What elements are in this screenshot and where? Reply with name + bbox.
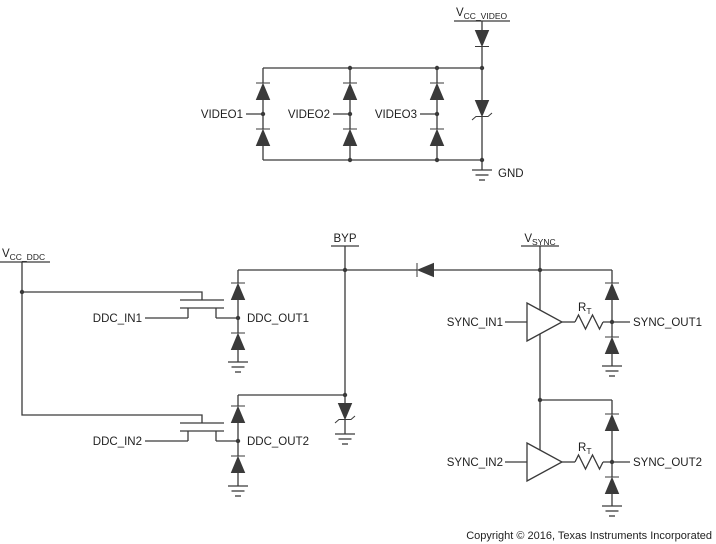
sync-out1-lower-diode-icon (604, 336, 620, 354)
ddc-out1-pin-label: DDC_OUT1 (247, 313, 309, 325)
ddc-out2-lower-diode-icon (230, 455, 246, 473)
junction-dot (434, 65, 440, 71)
video3-pin-label: VIDEO3 (375, 109, 417, 121)
ddc-fet2 (180, 422, 224, 441)
sync-channel-2: RT SYNC_IN2 SYNC_OUT2 (447, 400, 702, 517)
ddc-section: VCC_DDC DDC_IN1 DDC_OUT1 (0, 248, 309, 497)
ddc-out2-upper-diode-icon (230, 405, 246, 423)
video3-lower-diode-icon (429, 128, 445, 146)
video2-upper-diode-icon (342, 82, 358, 100)
vcc-ddc-net-label: VCC_DDC (2, 248, 45, 262)
junction-dot (609, 459, 615, 465)
junction-dot (479, 65, 485, 71)
junction-dot (434, 157, 440, 163)
vcc-video-series-diode-icon (474, 30, 490, 47)
junction-dot (342, 267, 348, 273)
ddc-out1-upper-diode-icon (230, 282, 246, 300)
video2-pin-label: VIDEO2 (288, 109, 330, 121)
junction-dot (537, 267, 543, 273)
video1-upper-diode-icon (255, 82, 271, 100)
junction-dot (479, 157, 485, 163)
vcc-ddc-net (21, 262, 203, 423)
ddc-in2-pin-label: DDC_IN2 (93, 436, 142, 448)
ground-icon (471, 169, 493, 181)
junction-dot (609, 319, 615, 325)
ddc-out1-lower-diode-icon (230, 332, 246, 350)
sync-section: VSYNC RT SYNC_IN1 SYNC_OUT1 (447, 233, 702, 517)
ground-icon (601, 365, 623, 377)
byp-series-diode-icon (416, 262, 434, 278)
video1-pin-label: VIDEO1 (201, 109, 243, 121)
ground-icon (227, 485, 249, 497)
video1-branch: VIDEO1 (201, 68, 271, 160)
ddc-out2-pin-label: DDC_OUT2 (247, 436, 309, 448)
byp-net-label: BYP (333, 233, 356, 245)
rt2-resistor-zigzag (574, 453, 604, 471)
sync-out1-upper-diode-icon (604, 282, 620, 300)
sync-out2-upper-diode-icon (604, 413, 620, 431)
vsync-net-label: VSYNC (524, 233, 555, 247)
gnd-label: GND (498, 168, 524, 180)
video1-lower-diode-icon (255, 128, 271, 146)
video3-branch: VIDEO3 (375, 68, 445, 160)
junction-dot (347, 157, 353, 163)
sync-out1-pin-label: SYNC_OUT1 (633, 317, 702, 329)
junction-dot (19, 289, 25, 295)
vcc-video-net-label: VCC_VIDEO (456, 7, 508, 21)
ground-icon (334, 433, 356, 445)
junction-dot (537, 397, 543, 403)
sync-buffer1-icon (526, 301, 564, 343)
sync-out2-lower-diode-icon (604, 476, 620, 494)
sync-out2-pin-label: SYNC_OUT2 (633, 457, 702, 469)
sync-in1-pin-label: SYNC_IN1 (447, 317, 503, 329)
junction-dot (434, 111, 440, 117)
ground-icon (601, 505, 623, 517)
copyright-notice: Copyright © 2016, Texas Instruments Inco… (466, 530, 712, 542)
fet1-gate-net (22, 291, 203, 300)
ddc-fet1 (180, 299, 224, 318)
junction-dot (347, 65, 353, 71)
sync-in2-pin-label: SYNC_IN2 (447, 457, 503, 469)
ground-icon (227, 361, 249, 373)
video2-lower-diode-icon (342, 128, 358, 146)
junction-dot (347, 111, 353, 117)
byp-net: BYP (238, 233, 612, 445)
sync-channel-1: RT SYNC_IN1 SYNC_OUT1 (447, 270, 702, 377)
video2-branch: VIDEO2 (288, 68, 358, 160)
ddc-in1-pin-label: DDC_IN1 (93, 313, 142, 325)
rt1-resistor-zigzag (574, 313, 604, 331)
rt2-label: RT (578, 442, 592, 456)
video-protection-section: VCC_VIDEO VIDEO1 VIDEO2 (201, 7, 524, 181)
rt1-label: RT (578, 302, 592, 316)
sync-buffer2-icon (526, 441, 564, 483)
video3-upper-diode-icon (429, 82, 445, 100)
junction-dot (260, 111, 266, 117)
